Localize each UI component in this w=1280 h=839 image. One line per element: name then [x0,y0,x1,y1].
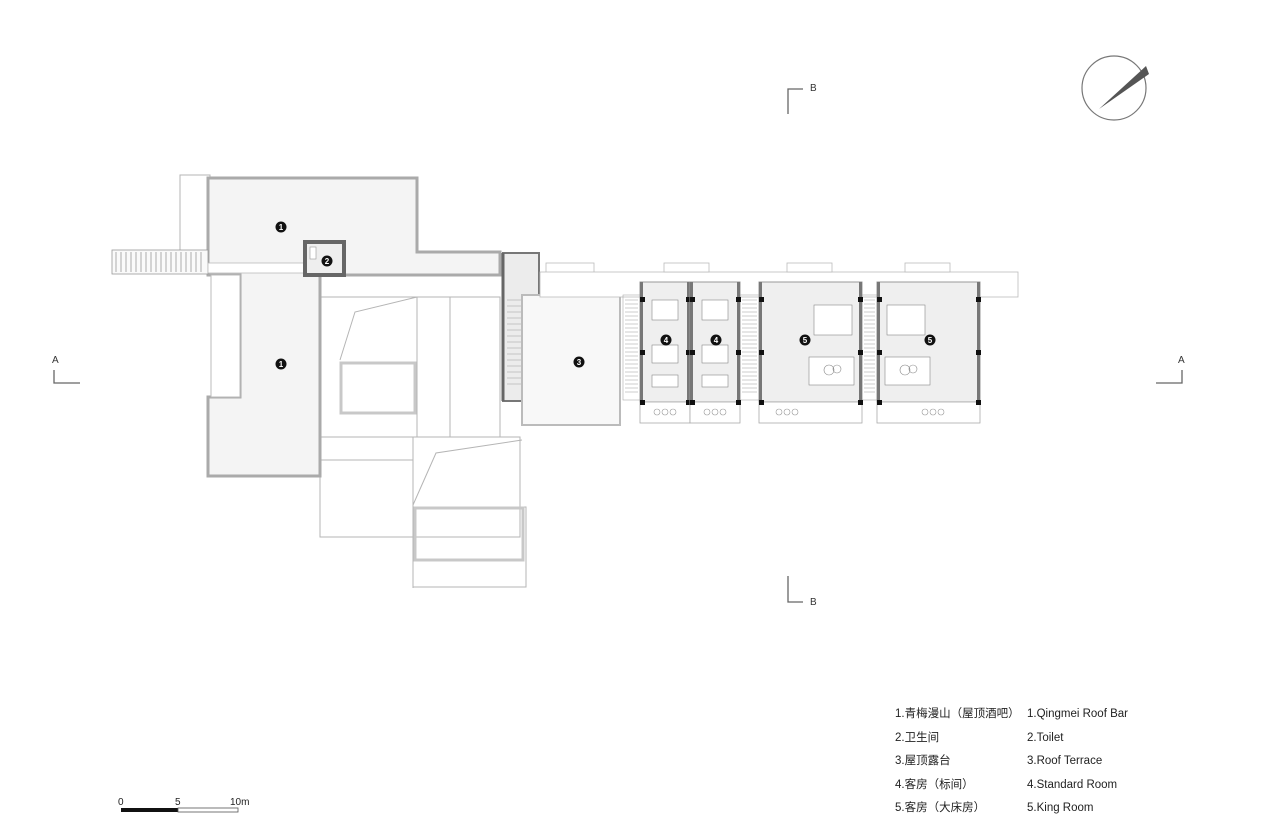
roof-terrace-area [521,262,621,426]
legend-row: 4.客房（标间） 4.Standard Room [895,774,1128,798]
svg-text:1: 1 [279,223,284,232]
room-marker-5: 5 [924,334,936,346]
room-marker-1: 1 [275,358,287,370]
entry-bridge-stairs [111,249,305,275]
legend-cn: 5.客房（大床房） [895,802,986,814]
svg-text:5: 5 [928,336,933,345]
svg-text:1: 1 [279,360,284,369]
scale-tick-0: 0 [118,797,124,808]
scale-bar [121,807,239,813]
room-marker-2: 2 [321,255,333,267]
section-mark-b-bottom-icon [787,576,803,603]
scale-tick-5: 5 [175,797,181,808]
room-marker-4: 4 [660,334,672,346]
section-label-a-right: A [1178,355,1185,366]
section-mark-b-top-icon [787,88,803,114]
section-mark-a-left-icon [53,370,80,384]
section-mark-a-right-icon [1156,370,1183,384]
legend-en: 4.Standard Room [1027,778,1118,791]
svg-text:4: 4 [664,336,669,345]
legend-cn: 1.青梅漫山（屋顶酒吧） [895,708,1020,720]
legend-cn: 3.屋顶露台 [895,755,951,767]
legend-row: 1.青梅漫山（屋顶酒吧） 1.Qingmei Roof Bar [895,703,1128,727]
legend-en: 2.Toilet [1027,731,1064,744]
roof-bar-area [206,176,502,478]
king-room [758,281,863,424]
room-marker-5: 5 [799,334,811,346]
room-stairs [861,294,878,401]
standard-room [689,281,741,424]
room-marker-3: 3 [573,356,585,368]
section-label-b-top: B [810,83,817,94]
room-marker-4: 4 [710,334,722,346]
legend-row: 5.客房（大床房） 5.King Room [895,797,1128,821]
king-room [876,281,981,424]
svg-text:3: 3 [577,358,582,367]
standard-room [639,281,691,424]
legend-cn: 4.客房（标间） [895,778,974,791]
svg-text:2: 2 [325,257,330,266]
legend-row: 2.卫生间 2.Toilet [895,727,1128,751]
scale-tick-10m: 10m [230,797,250,808]
legend-en: 1.Qingmei Roof Bar [1027,708,1128,720]
legend: 1.青梅漫山（屋顶酒吧） 1.Qingmei Roof Bar 2.卫生间 2.To… [895,703,1128,821]
section-label-b-bottom: B [810,597,817,608]
legend-en: 3.Roof Terrace [1027,755,1103,767]
legend-en: 5.King Room [1027,802,1094,814]
room-marker-1: 1 [275,221,287,233]
room-stairs [739,294,760,401]
section-label-a-left: A [52,355,59,366]
room-stairs [622,294,641,401]
svg-text:5: 5 [803,336,808,345]
svg-text:4: 4 [714,336,719,345]
legend-row: 3.屋顶露台 3.Roof Terrace [895,750,1128,774]
north-arrow-icon [1081,55,1149,121]
legend-cn: 2.卫生间 [895,731,940,744]
